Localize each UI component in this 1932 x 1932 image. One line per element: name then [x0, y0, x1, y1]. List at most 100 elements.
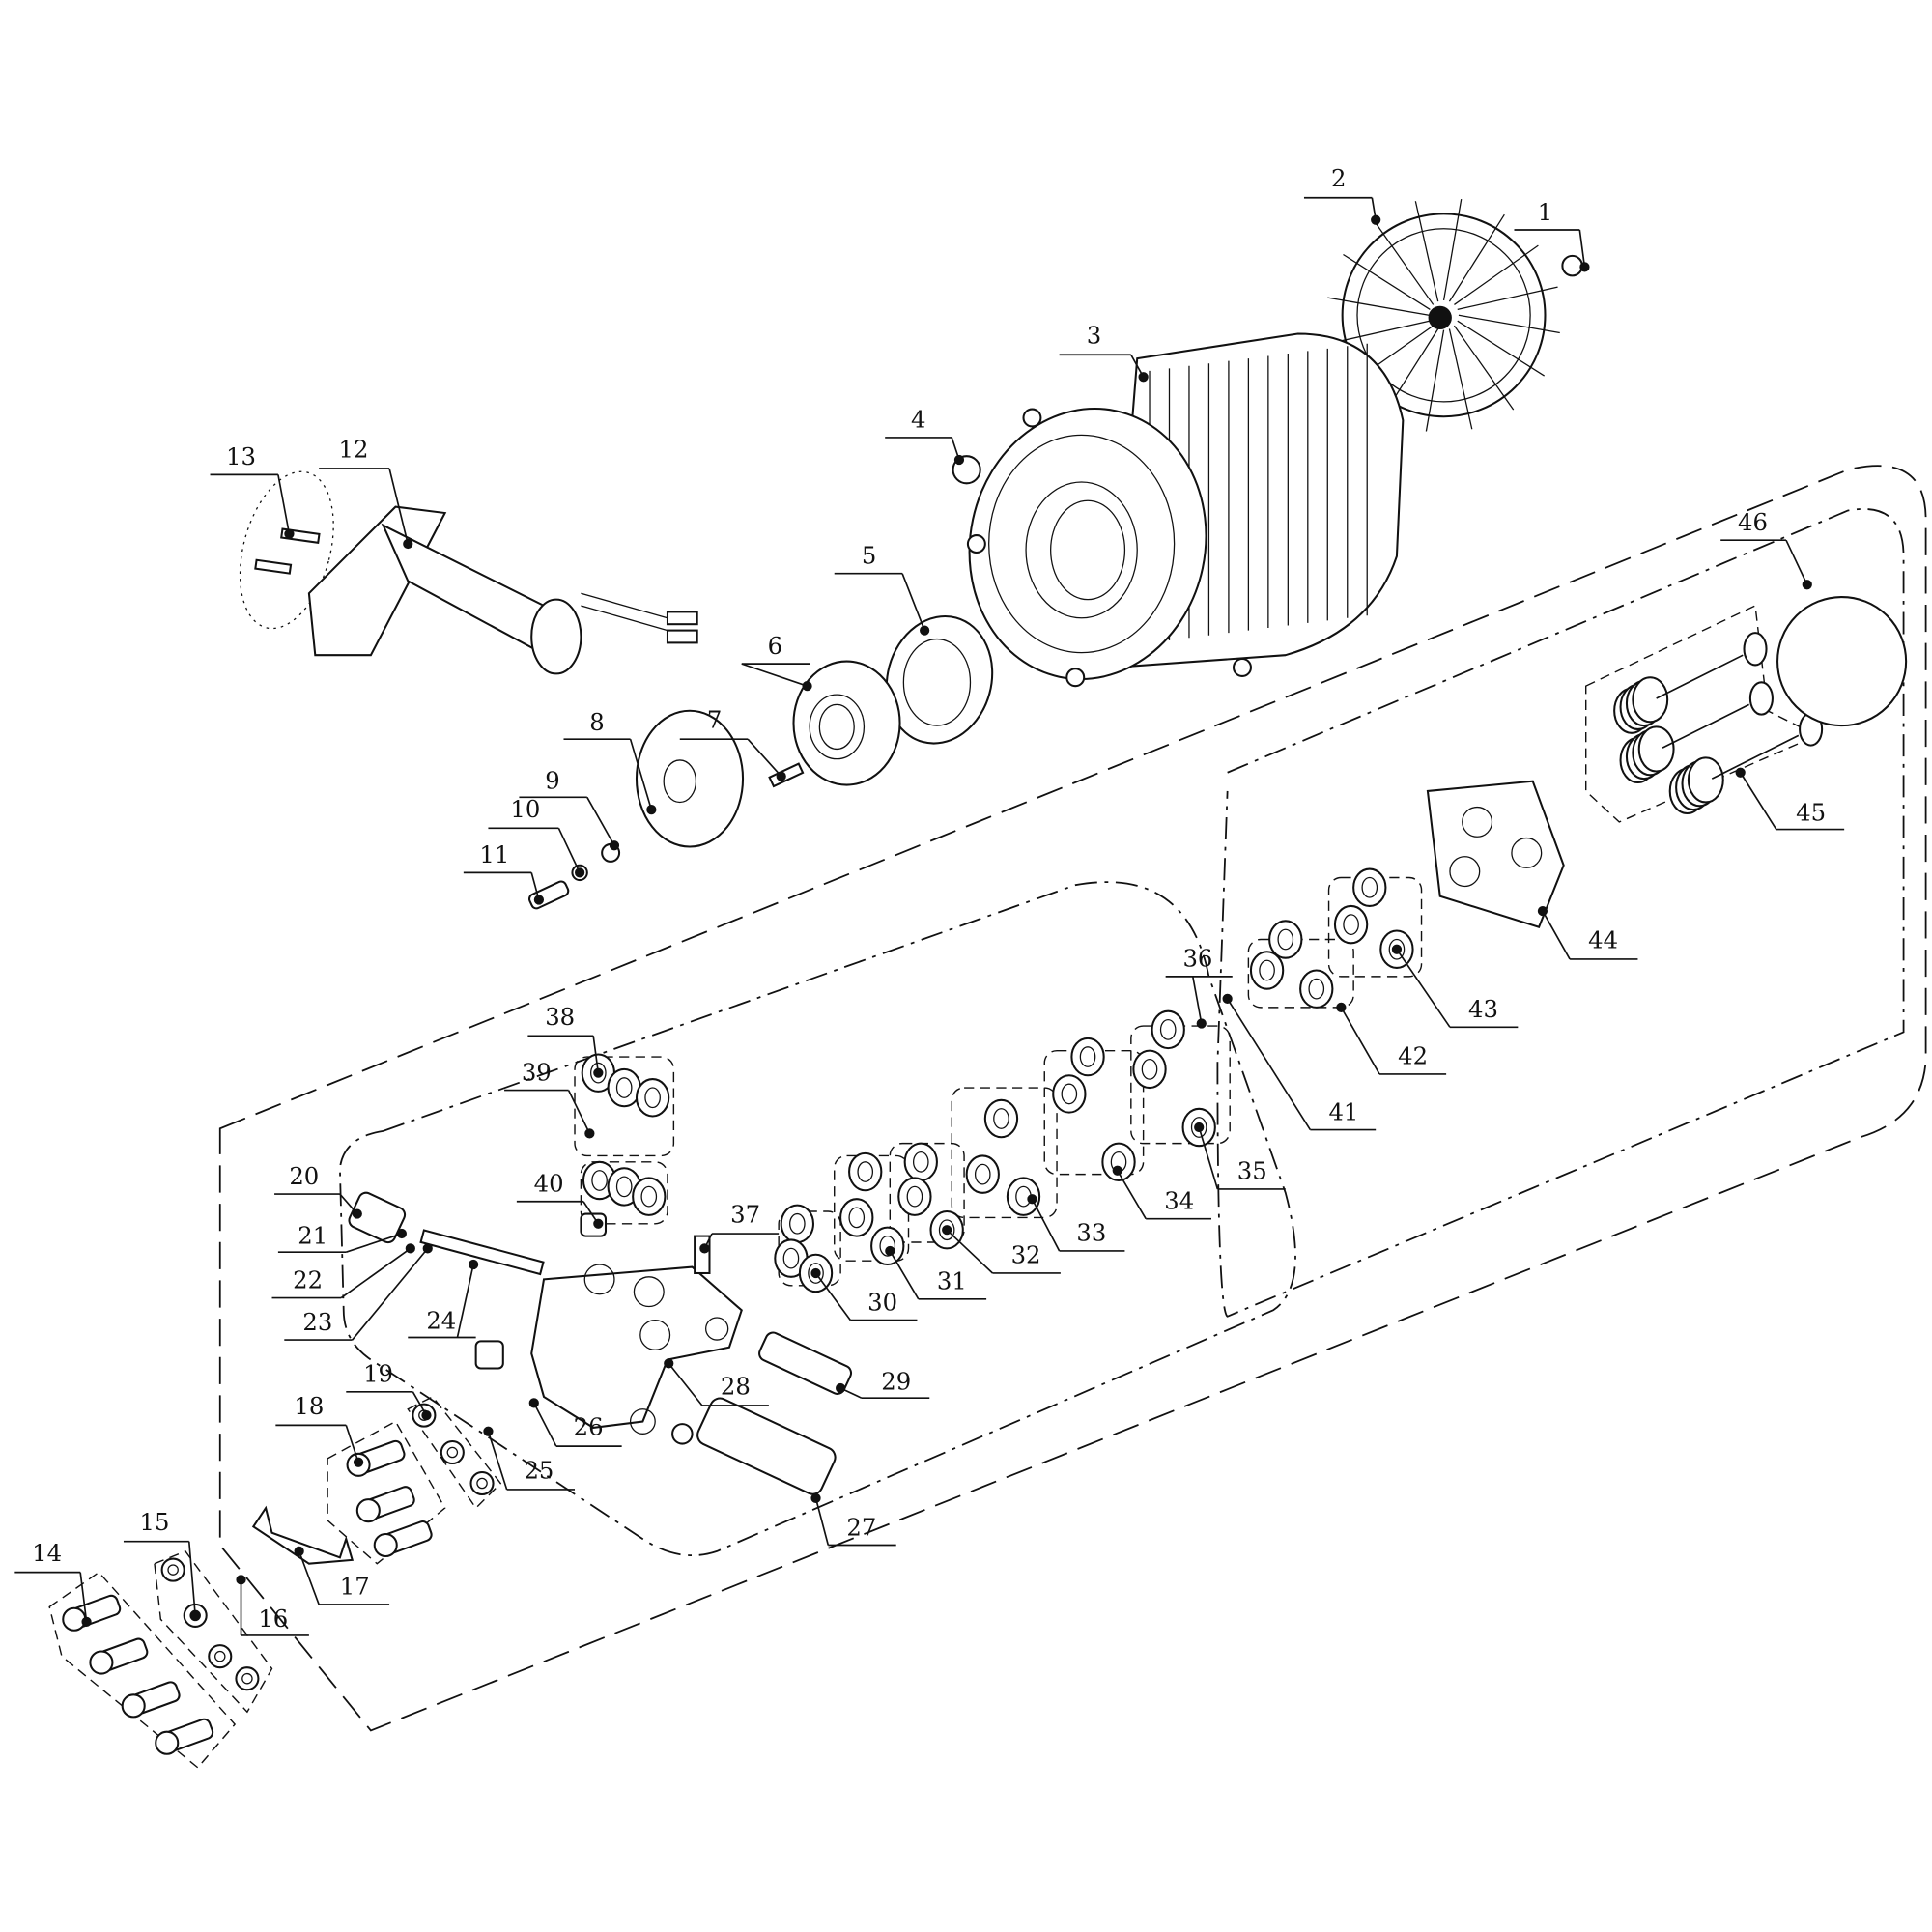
callout-number: 34	[1164, 1186, 1194, 1214]
callout-number: 40	[534, 1170, 564, 1198]
plunger-part	[1662, 703, 1749, 749]
callout-number: 19	[363, 1360, 393, 1388]
seal-part	[780, 1204, 814, 1244]
leader-dot	[593, 1218, 604, 1229]
fan-blade	[1343, 253, 1431, 310]
leader-dot	[776, 771, 786, 781]
callout-17: 17	[294, 1546, 390, 1605]
seal-part	[870, 1226, 905, 1266]
callout-number: 20	[289, 1162, 319, 1190]
leader-dot	[1391, 944, 1403, 954]
fan-blade	[1414, 201, 1439, 302]
bearing-seal-part	[885, 614, 994, 745]
callout-number: 27	[846, 1513, 876, 1541]
leader-line	[1340, 1007, 1380, 1075]
plunger-part	[1711, 734, 1800, 780]
callout-number: 14	[32, 1539, 62, 1567]
leader-line	[901, 573, 925, 631]
callout-number: 38	[545, 1003, 575, 1031]
leader-dot	[190, 1610, 201, 1621]
leader-line	[592, 1036, 600, 1073]
seal-part	[1006, 1177, 1041, 1216]
leader-dot	[533, 895, 545, 905]
callout-18: 18	[275, 1392, 364, 1467]
leader-dot	[885, 1245, 895, 1257]
head-group-boundary	[1216, 508, 1905, 1318]
part-group-boundary	[951, 1087, 1058, 1219]
callout-number: 30	[867, 1288, 897, 1316]
leader-line	[946, 1229, 994, 1274]
callout-2: 2	[1303, 164, 1381, 225]
callout-number: 44	[1588, 925, 1618, 953]
callout-5: 5	[834, 541, 930, 636]
callout-6: 6	[741, 632, 812, 692]
callout-37: 37	[699, 1201, 780, 1254]
plunger-part	[1656, 654, 1744, 699]
leader-line	[345, 1425, 359, 1463]
washer-19-group	[407, 1396, 502, 1510]
fan-blade	[1453, 325, 1515, 411]
leader-line	[1198, 1126, 1219, 1190]
bolt-18-group	[327, 1420, 446, 1565]
leader-dot	[953, 454, 965, 466]
leader-dot	[1112, 1165, 1122, 1176]
leader-dot	[802, 681, 812, 692]
seal-part	[983, 1098, 1019, 1139]
bolt-14-group	[48, 1571, 237, 1769]
callout-3: 3	[1059, 322, 1149, 383]
fan-blade	[1454, 244, 1539, 305]
fan-blade	[1329, 320, 1431, 345]
callout-34: 34	[1112, 1165, 1211, 1220]
seal-part	[897, 1177, 932, 1216]
leader-dot	[1537, 905, 1548, 917]
fan-blade	[1457, 320, 1545, 377]
leader-line	[1031, 1198, 1061, 1252]
leader-dot	[294, 1546, 304, 1557]
callout-42: 42	[1336, 1002, 1447, 1075]
callout-24: 24	[408, 1259, 479, 1339]
capacitor-part	[307, 505, 698, 675]
part-group-boundary	[889, 1142, 965, 1243]
callout-31: 31	[885, 1245, 987, 1300]
callout-number: 25	[524, 1456, 554, 1484]
leader-dot	[593, 1067, 604, 1078]
leader-line	[889, 1250, 920, 1300]
leader-dot	[403, 538, 413, 550]
seal-part	[848, 1151, 883, 1192]
callout-number: 29	[881, 1367, 911, 1395]
seal-part	[1333, 904, 1369, 945]
spring-part	[1637, 725, 1675, 773]
callout-38: 38	[527, 1003, 604, 1078]
leader-line	[814, 1497, 830, 1546]
leader-dot	[584, 1128, 595, 1139]
wobble-plate-part	[635, 709, 745, 848]
leader-dot	[1027, 1194, 1037, 1205]
callout-number: 13	[226, 442, 256, 470]
callout-27: 27	[810, 1492, 896, 1547]
callout-number: 35	[1237, 1157, 1267, 1185]
leader-dot	[609, 840, 620, 851]
pump-group-boundary	[218, 465, 1927, 1732]
washer-part	[160, 1557, 185, 1582]
callout-46: 46	[1720, 508, 1812, 590]
fan-blade	[1457, 286, 1558, 311]
leader-line	[1578, 229, 1586, 268]
leader-dot	[405, 1243, 415, 1254]
retainer-part	[1748, 681, 1774, 716]
seal-part	[1249, 951, 1285, 990]
callout-32: 32	[942, 1225, 1061, 1274]
callout-number: 9	[545, 766, 559, 794]
callout-21: 21	[277, 1221, 407, 1254]
callout-16: 16	[236, 1575, 309, 1636]
leader-line	[557, 827, 581, 873]
callout-number: 11	[479, 840, 509, 868]
leader-dot	[836, 1382, 846, 1394]
motor-part	[966, 332, 1405, 688]
bolt-head	[89, 1650, 114, 1675]
callout-19: 19	[346, 1360, 432, 1421]
callout-number: 17	[340, 1573, 370, 1601]
callout-number: 18	[294, 1392, 324, 1420]
fan-blade	[1425, 329, 1445, 432]
leader-dot	[284, 528, 295, 539]
